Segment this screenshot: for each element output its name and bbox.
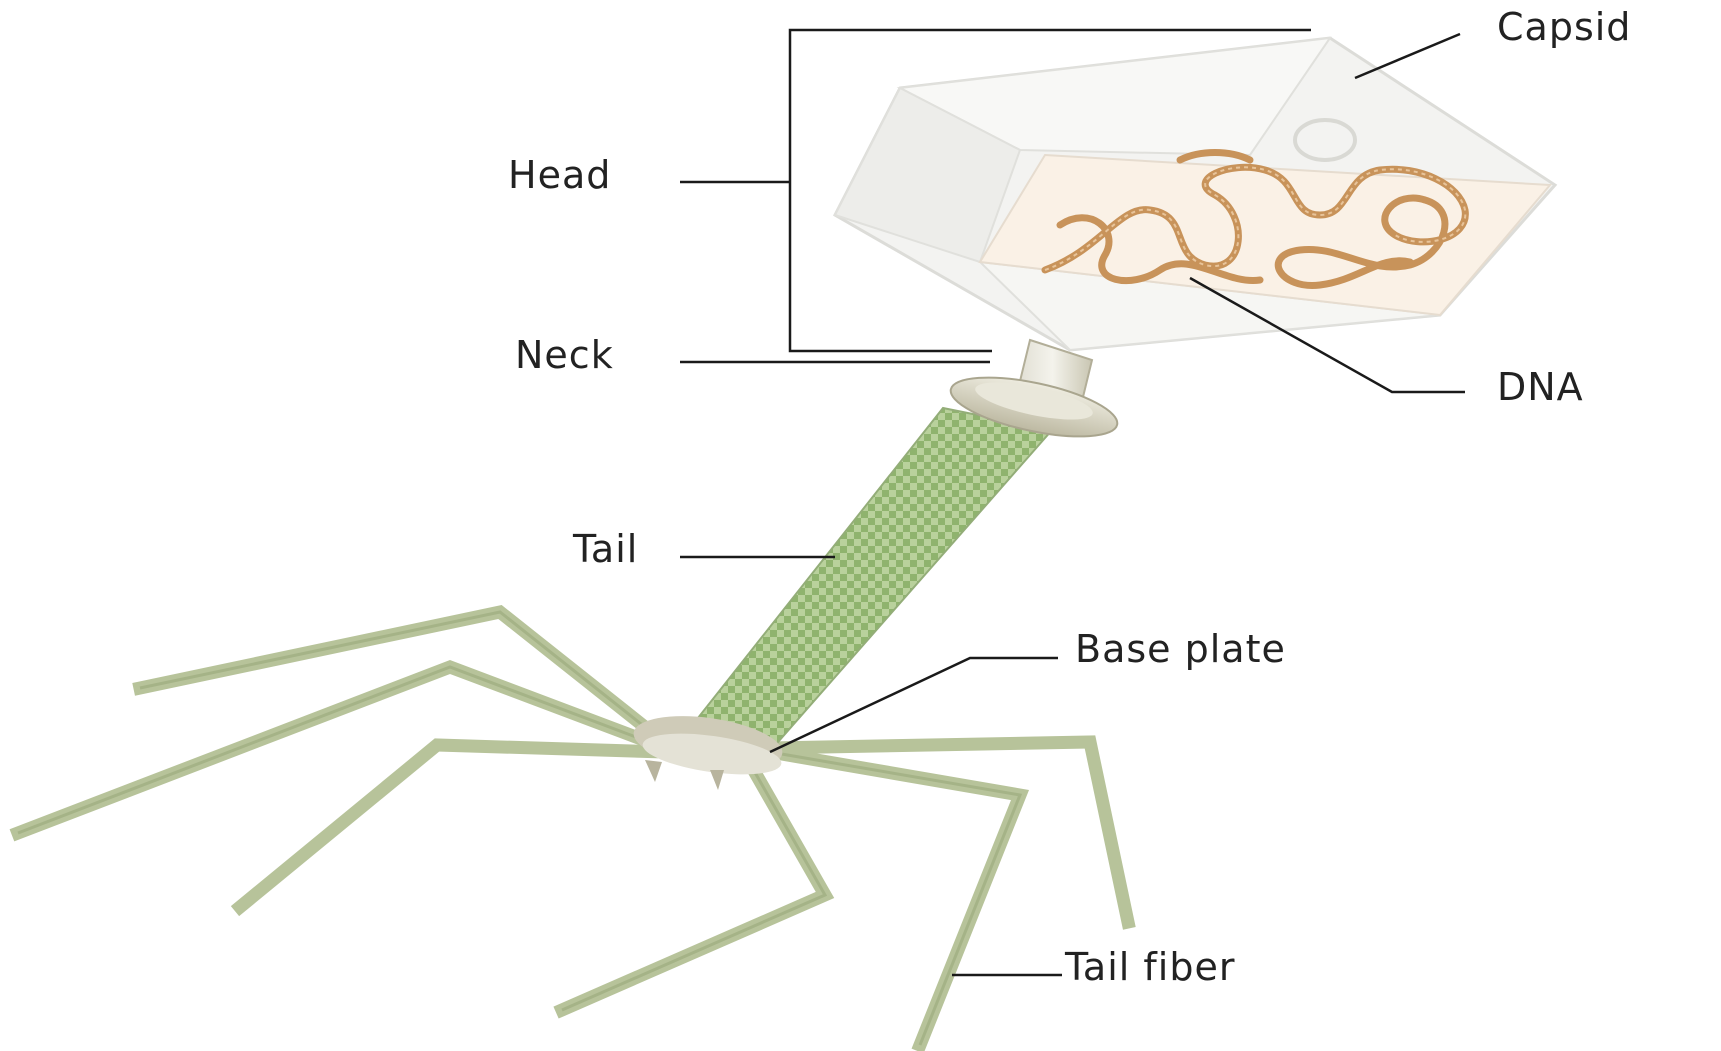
tail-fiber-label: Tail fiber <box>1065 948 1235 986</box>
tail-fiber-4 <box>562 755 825 1010</box>
capsid-label: Capsid <box>1497 8 1631 46</box>
neck-label: Neck <box>515 336 614 374</box>
tail-label: Tail <box>573 530 638 568</box>
tail-fiber-3 <box>240 745 665 907</box>
head-label: Head <box>508 156 611 194</box>
capsid-leader <box>1355 34 1460 78</box>
dna-label: DNA <box>1497 368 1584 406</box>
base-plate-label: Base plate <box>1075 630 1286 668</box>
tail-fibers <box>18 612 1128 1045</box>
capsid <box>835 38 1555 350</box>
tail-sheath <box>690 408 1052 750</box>
